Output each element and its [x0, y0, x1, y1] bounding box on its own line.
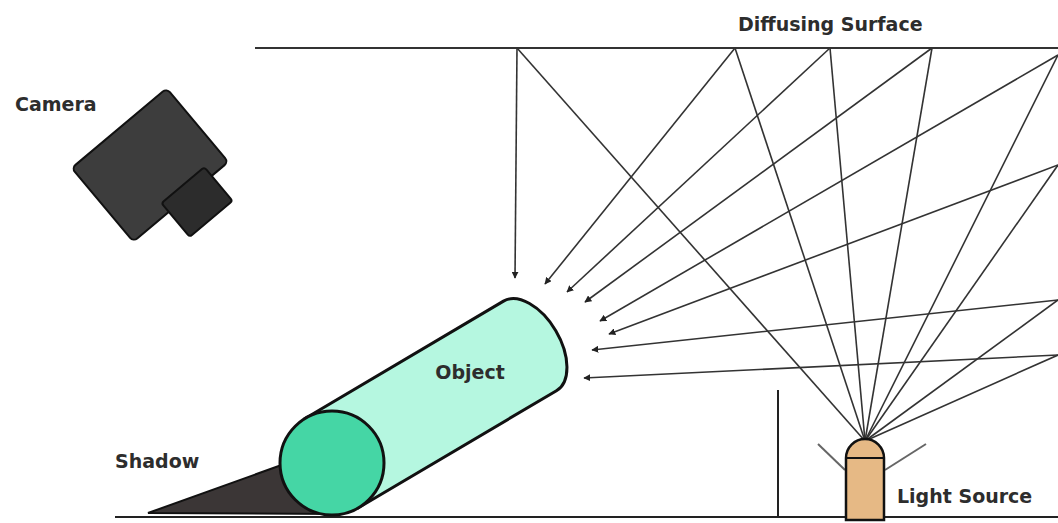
- light-ray: [865, 55, 1058, 441]
- surface-label: Diffusing Surface: [738, 13, 923, 36]
- light-source-label: Light Source: [897, 485, 1032, 508]
- light-ray: [517, 48, 865, 441]
- diffused-ray: [585, 48, 932, 302]
- ray-group: [515, 48, 1058, 441]
- diffused-ray: [584, 355, 1058, 378]
- camera-lens-box: [161, 167, 232, 237]
- diffused-ray: [600, 55, 1058, 321]
- shadow-label: Shadow: [115, 450, 199, 473]
- light-barrier: [777, 390, 779, 517]
- camera-label: Camera: [15, 93, 97, 116]
- light-ray: [865, 355, 1058, 441]
- camera-lens: [161, 167, 232, 237]
- lamp-band: [846, 457, 884, 459]
- light-ray: [865, 300, 1058, 441]
- object-cylinder: Object: [275, 280, 615, 520]
- object-label: Object: [435, 361, 505, 384]
- ground-line: [115, 516, 1058, 518]
- lamp-bulb: [846, 439, 884, 520]
- lamp-reflector: [818, 444, 845, 470]
- diffused-ray: [515, 48, 517, 278]
- lamp-reflector: [885, 444, 926, 470]
- diffused-ray: [609, 165, 1058, 334]
- cylinder-end: [280, 411, 384, 515]
- diffusing-surface: [255, 47, 1058, 49]
- cylinder-shape: [275, 280, 615, 520]
- diffused-ray: [592, 300, 1058, 350]
- light-ray: [865, 48, 932, 441]
- diffused-ray: [545, 48, 735, 284]
- diffused-ray: [567, 48, 830, 292]
